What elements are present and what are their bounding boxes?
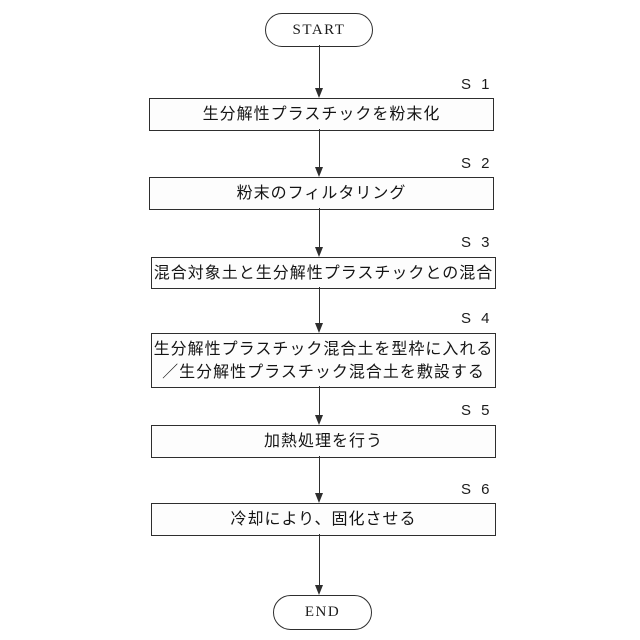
start-terminal-label: START <box>292 21 346 38</box>
step-text-s5: 加熱処理を行う <box>263 433 383 450</box>
step-label-s5: S 5 <box>461 402 493 419</box>
step-text-s1: 生分解性プラスチックを粉末化 <box>202 106 441 123</box>
step-label-s3: S 3 <box>461 234 493 251</box>
step-text-s6: 冷却により、固化させる <box>230 511 417 528</box>
arrow-head-icon <box>314 415 323 425</box>
flow-arrow-s1-to-s2 <box>313 129 326 177</box>
step-text-s4-line2: ／生分解性プラスチック混合土を敷設する <box>162 363 485 381</box>
arrow-head-icon <box>314 247 323 257</box>
step-box-s4: 生分解性プラスチック混合土を型枠に入れる ／生分解性プラスチック混合土を敷設する <box>151 333 496 388</box>
step-label-s4: S 4 <box>461 310 493 327</box>
step-text-s3: 混合対象土と生分解性プラスチックとの混合 <box>153 264 494 282</box>
step-label-s2: S 2 <box>461 155 493 172</box>
flow-arrow-s3-to-s4 <box>313 287 326 333</box>
step-box-s1: 生分解性プラスチックを粉末化 <box>149 98 494 131</box>
end-terminal: END <box>273 595 372 630</box>
step-box-s6: 冷却により、固化させる <box>151 503 496 536</box>
flow-arrow-s6-to-end <box>313 534 326 595</box>
arrow-head-icon <box>314 88 323 98</box>
step-text-s2: 粉末のフィルタリング <box>236 185 407 202</box>
arrow-shaft <box>318 287 321 325</box>
arrow-shaft <box>318 456 321 495</box>
arrow-head-icon <box>314 323 323 333</box>
arrow-shaft <box>318 129 321 169</box>
arrow-head-icon <box>314 167 323 177</box>
step-box-s5: 加熱処理を行う <box>151 425 496 458</box>
step-label-s6: S 6 <box>461 481 493 498</box>
arrow-shaft <box>318 208 321 249</box>
step-label-s1: S 1 <box>461 76 493 93</box>
flow-arrow-s4-to-s5 <box>313 386 326 425</box>
step-box-s2: 粉末のフィルタリング <box>149 177 494 210</box>
flow-arrow-s5-to-s6 <box>313 456 326 503</box>
arrow-shaft <box>318 534 321 587</box>
arrow-shaft <box>318 386 321 417</box>
arrow-head-icon <box>314 585 323 595</box>
arrow-head-icon <box>314 493 323 503</box>
flow-arrow-start-to-s1 <box>313 45 326 98</box>
flow-arrow-s2-to-s3 <box>313 208 326 257</box>
arrow-shaft <box>318 45 321 90</box>
start-terminal: START <box>265 13 373 47</box>
end-terminal-label: END <box>304 604 341 620</box>
step-text-s4-line1: 生分解性プラスチック混合土を型枠に入れる <box>153 340 494 358</box>
step-box-s3: 混合対象土と生分解性プラスチックとの混合 <box>151 257 496 289</box>
